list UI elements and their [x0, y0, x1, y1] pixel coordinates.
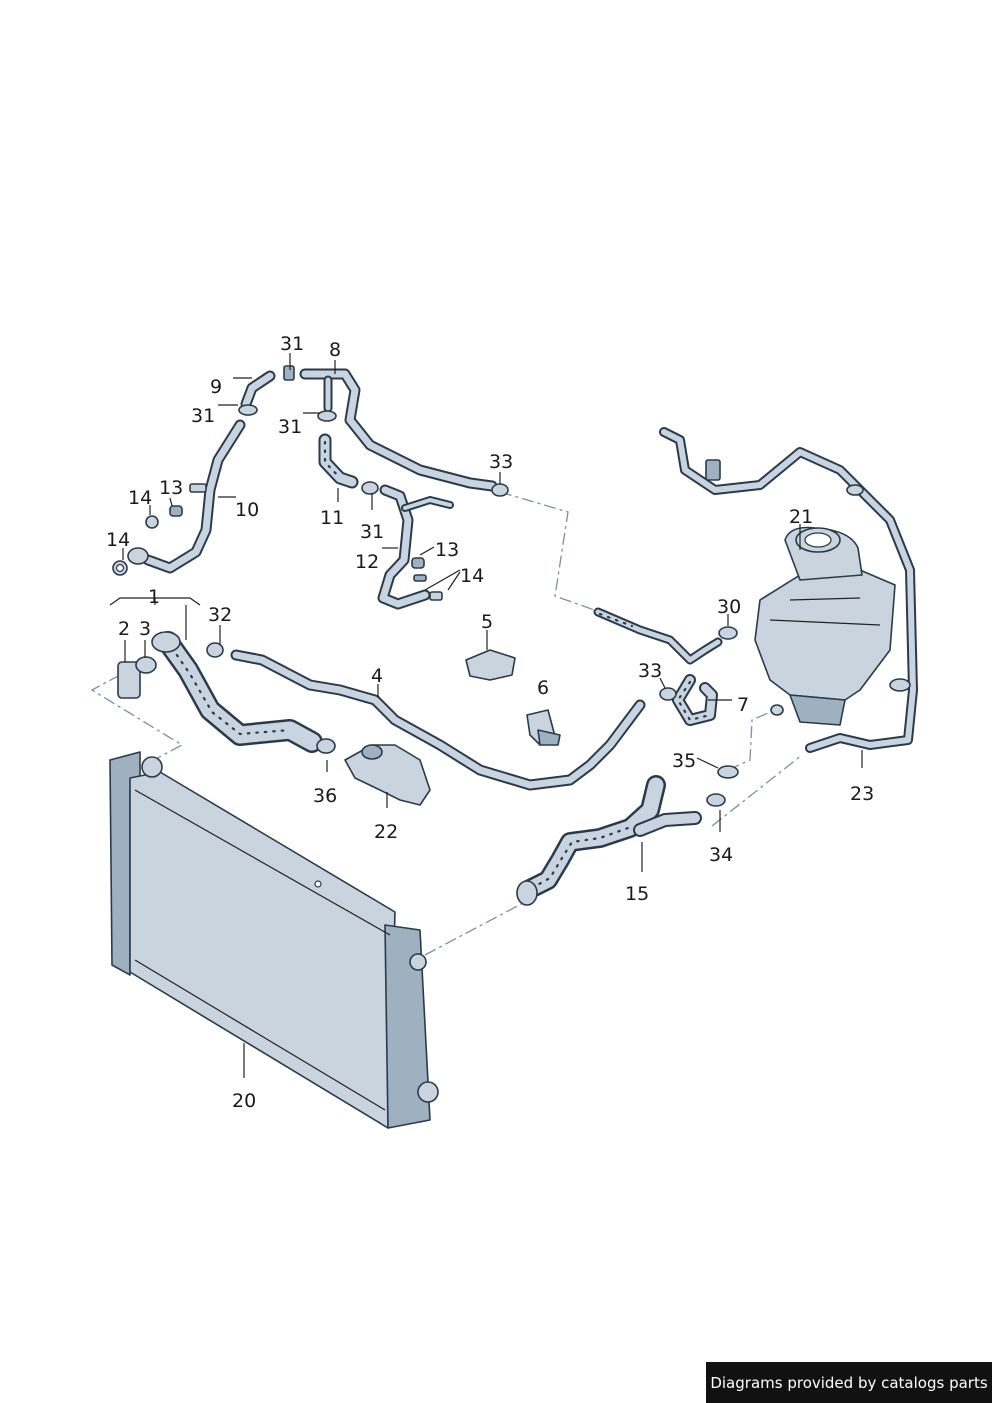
clamp-30[interactable] [718, 626, 738, 640]
part-labels: 1 2 3 4 5 6 7 8 9 10 11 12 13 13 14 14 1… [106, 333, 874, 1112]
clamp-31-upper-left[interactable] [238, 365, 295, 416]
label-31-lower: 31 [360, 521, 384, 543]
hose-7[interactable] [593, 607, 723, 726]
label-14-lower: 14 [106, 529, 130, 551]
clamp-36[interactable] [316, 738, 336, 754]
label-35: 35 [672, 750, 696, 772]
leader-lines [109, 353, 863, 1078]
hose-11[interactable] [318, 433, 379, 495]
label-36: 36 [313, 785, 337, 807]
connection-lines [90, 491, 803, 956]
label-12: 12 [355, 551, 379, 573]
label-7: 7 [737, 694, 749, 716]
label-1: 1 [148, 586, 160, 608]
label-31-top: 31 [280, 333, 304, 355]
hose-4[interactable] [230, 649, 646, 791]
hose-23[interactable] [659, 427, 918, 753]
label-15: 15 [625, 883, 649, 905]
label-2: 2 [118, 618, 130, 640]
label-4: 4 [371, 665, 383, 687]
label-5: 5 [481, 611, 493, 633]
hose-12[interactable] [377, 484, 454, 610]
label-21: 21 [789, 506, 813, 528]
label-11: 11 [320, 507, 344, 529]
label-6: 6 [537, 677, 549, 699]
label-31-mid: 31 [278, 416, 302, 438]
label-10: 10 [235, 499, 259, 521]
label-23: 23 [850, 783, 874, 805]
label-22: 22 [374, 821, 398, 843]
bracket-5[interactable] [465, 649, 516, 681]
label-31-left: 31 [191, 405, 215, 427]
clamp-34[interactable] [706, 793, 726, 807]
radiator-20[interactable] [109, 751, 439, 1129]
bracket-6[interactable] [526, 709, 561, 746]
label-14-right: 14 [460, 565, 484, 587]
flange-22[interactable] [344, 744, 431, 806]
hose-8[interactable] [299, 368, 509, 497]
label-14-upper: 14 [128, 487, 152, 509]
connector-14-13[interactable] [112, 483, 207, 576]
clamp-33-right[interactable] [659, 687, 677, 701]
expansion-tank-21[interactable] [754, 526, 896, 726]
clamp-35[interactable] [717, 765, 739, 779]
label-33-right: 33 [638, 660, 662, 682]
hose-10[interactable] [142, 370, 276, 574]
label-30: 30 [717, 596, 741, 618]
label-8: 8 [329, 339, 341, 361]
footer-credit: Diagrams provided by catalogs parts [706, 1362, 992, 1403]
label-13-left: 13 [159, 477, 183, 499]
label-33-top: 33 [489, 451, 513, 473]
label-9: 9 [210, 376, 222, 398]
label-3: 3 [139, 618, 151, 640]
label-20: 20 [232, 1090, 256, 1112]
hose-1[interactable] [117, 631, 323, 753]
label-32: 32 [208, 604, 232, 626]
label-13-right: 13 [435, 539, 459, 561]
label-34: 34 [709, 844, 733, 866]
hose-15[interactable] [516, 775, 702, 906]
